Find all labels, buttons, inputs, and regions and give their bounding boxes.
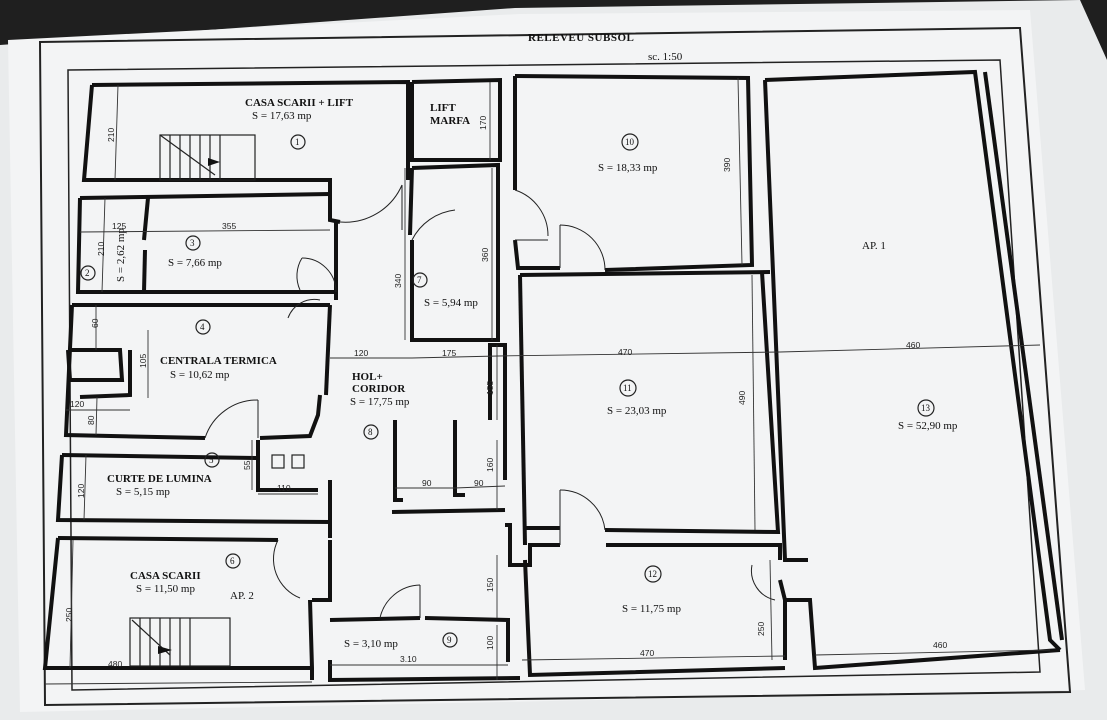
dim-90-a: 90: [422, 478, 432, 488]
room-13-number: 13: [921, 403, 931, 413]
room-8-name-line2: CORIDOR: [352, 383, 406, 395]
inner-frame: [67, 59, 1041, 691]
room-3-number: 3: [190, 238, 195, 248]
walls-right: [513, 69, 1064, 678]
room-11-area: S = 23,03 mp: [607, 405, 667, 417]
room-1-name: CASA SCARII + LIFT: [245, 97, 354, 109]
plan-scale: sc. 1:50: [648, 51, 683, 63]
door-swings: [204, 184, 776, 619]
room-6-name: CASA SCARII: [130, 570, 201, 582]
lift-marfa-line1: LIFT: [430, 102, 456, 114]
room-6-number: 6: [230, 556, 235, 566]
dim-110: 110: [277, 483, 291, 493]
room-4-name: CENTRALA TERMICA: [160, 355, 277, 367]
dim-120-lower: 120: [76, 484, 86, 498]
room-4-area: S = 10,62 mp: [170, 369, 230, 381]
room-7-number: 7: [417, 275, 422, 285]
room-5-number: 5: [209, 455, 214, 465]
room-1-number: 1: [295, 137, 300, 147]
dim-470-bottom: 470: [640, 648, 654, 658]
dim-250-right: 250: [756, 622, 766, 636]
room-6-area: S = 11,50 mp: [136, 583, 195, 595]
dimension-labels: 210 125 355 210 60 105 120 80 55 110 120…: [64, 116, 947, 669]
room-7-area: S = 5,94 mp: [424, 297, 478, 309]
room-2-area: S = 2,62 mp: [115, 228, 127, 282]
room-labels: CASA SCARII + LIFT S = 17,63 mp S = 2,62…: [107, 97, 958, 650]
room-8-area: S = 17,75 mp: [350, 396, 410, 408]
dim-120-hall: 120: [354, 348, 368, 358]
dim-100: 100: [485, 636, 495, 650]
room-numbers: 1 2 3 4 5 6 7 8 9 10 11 12 13: [85, 137, 931, 645]
dim-480: 480: [108, 659, 122, 669]
dim-250-left: 250: [64, 608, 74, 622]
room-2-number: 2: [85, 268, 90, 278]
dim-175: 175: [442, 348, 456, 358]
room-9-area: S = 3,10 mp: [344, 638, 398, 650]
room-12-area: S = 11,75 mp: [622, 603, 681, 615]
dim-125: 125: [112, 221, 126, 231]
room-5-name: CURTE DE LUMINA: [107, 473, 212, 485]
dim-355: 355: [222, 221, 236, 231]
dim-155: 155: [485, 381, 495, 395]
dim-390: 390: [722, 158, 732, 172]
dim-470-mid: 470: [618, 347, 632, 357]
dim-60: 60: [90, 318, 100, 328]
walls-middle: [328, 77, 560, 683]
room-9-number: 9: [447, 635, 452, 645]
dim-80: 80: [86, 415, 96, 425]
dim-460-bottom: 460: [933, 640, 947, 650]
dim-3-10: 3.10: [400, 654, 417, 664]
stairs-top: [159, 134, 256, 181]
dim-170: 170: [478, 116, 488, 130]
dim-120-left: 120: [70, 399, 84, 409]
dim-360: 360: [480, 248, 490, 262]
dim-55: 55: [242, 460, 252, 470]
room-13-area: S = 52,90 mp: [898, 420, 958, 432]
dim-210-mid: 210: [96, 242, 106, 256]
room-3-area: S = 7,66 mp: [168, 257, 222, 269]
stairs-bottom: [129, 617, 231, 667]
dim-105: 105: [138, 354, 148, 368]
paper-sheet: [8, 10, 1085, 712]
room-11-number: 11: [623, 383, 632, 393]
apartment-2-label: AP. 2: [230, 590, 254, 602]
room-5-area: S = 5,15 mp: [116, 486, 170, 498]
room-4-number: 4: [200, 322, 205, 332]
room-8-number: 8: [368, 427, 373, 437]
dim-340: 340: [393, 274, 403, 288]
plan-title: RELEVEU SUBSOL: [528, 32, 634, 44]
room-number-circles: [80, 133, 935, 648]
dim-90-b: 90: [474, 478, 484, 488]
dim-210-top: 210: [106, 128, 116, 142]
room-10-number: 10: [625, 137, 635, 147]
room-1-area: S = 17,63 mp: [252, 110, 312, 122]
dimension-lines: [44, 77, 1051, 685]
apartment-1-label: AP. 1: [862, 240, 886, 252]
lift-marfa-line2: MARFA: [430, 115, 470, 127]
outer-frame: [38, 26, 1072, 707]
dim-460-mid: 460: [906, 340, 920, 350]
dim-150: 150: [485, 578, 495, 592]
room-10-area: S = 18,33 mp: [598, 162, 658, 174]
room-8-name-line1: HOL+: [352, 371, 383, 383]
walls-left: [42, 79, 410, 680]
dim-490: 490: [737, 391, 747, 405]
dim-160: 160: [485, 458, 495, 472]
room-12-number: 12: [648, 569, 657, 579]
